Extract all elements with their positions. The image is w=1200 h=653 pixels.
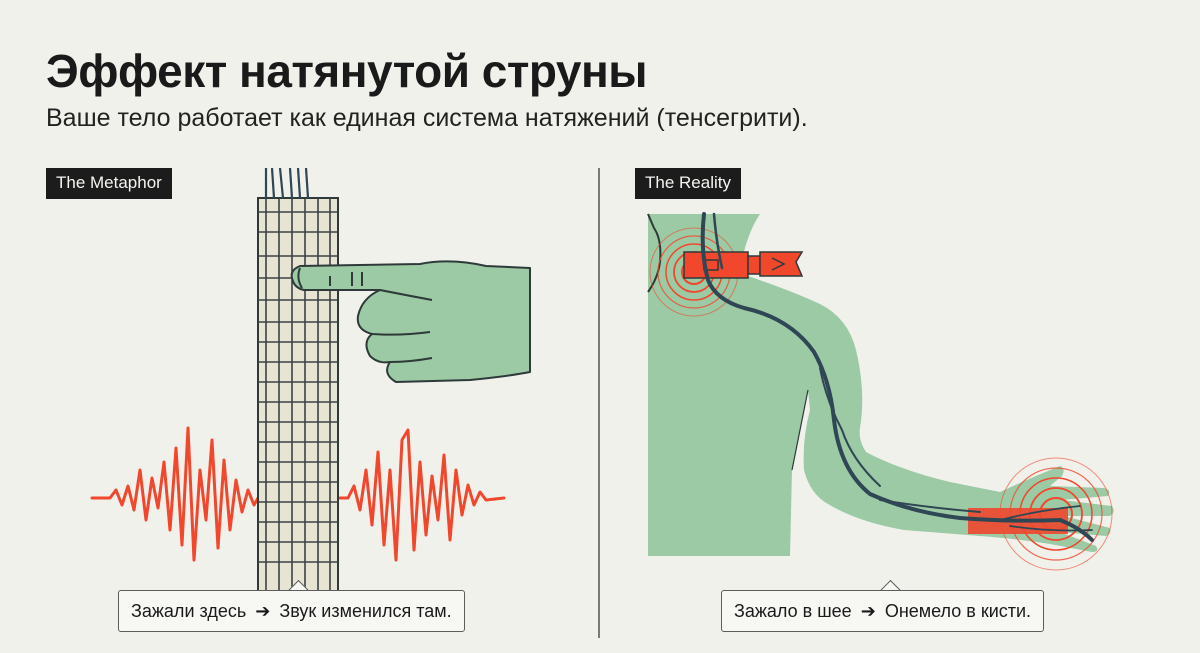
metaphor-tag: The Metaphor <box>46 168 172 199</box>
metaphor-callout: Зажали здесь ➔ Звук изменился там. <box>118 590 465 632</box>
callout-cause: Зажали здесь <box>131 601 247 621</box>
panel-divider <box>598 168 600 638</box>
nerve-path <box>700 212 1094 542</box>
callout-cause: Зажало в шее <box>734 601 852 621</box>
callout-effect: Звук изменился там. <box>279 601 452 621</box>
sound-wave-right <box>338 428 506 562</box>
page-subtitle: Ваше тело работает как единая система на… <box>46 104 808 132</box>
callout-arrow-icon: ➔ <box>255 601 271 621</box>
reality-tag: The Reality <box>635 168 741 199</box>
reality-callout: Зажало в шее ➔ Онемело в кисти. <box>721 590 1045 632</box>
sound-wave-left <box>90 426 260 562</box>
callout-effect: Онемело в кисти. <box>884 601 1032 621</box>
page-title: Эффект натянутой струны <box>46 45 648 97</box>
clamp-icon <box>683 251 804 279</box>
callout-arrow-icon: ➔ <box>860 601 876 621</box>
sound-wave-icon <box>90 426 506 562</box>
pointing-hand-icon <box>290 260 531 383</box>
guitar-neck-icon <box>257 167 339 594</box>
